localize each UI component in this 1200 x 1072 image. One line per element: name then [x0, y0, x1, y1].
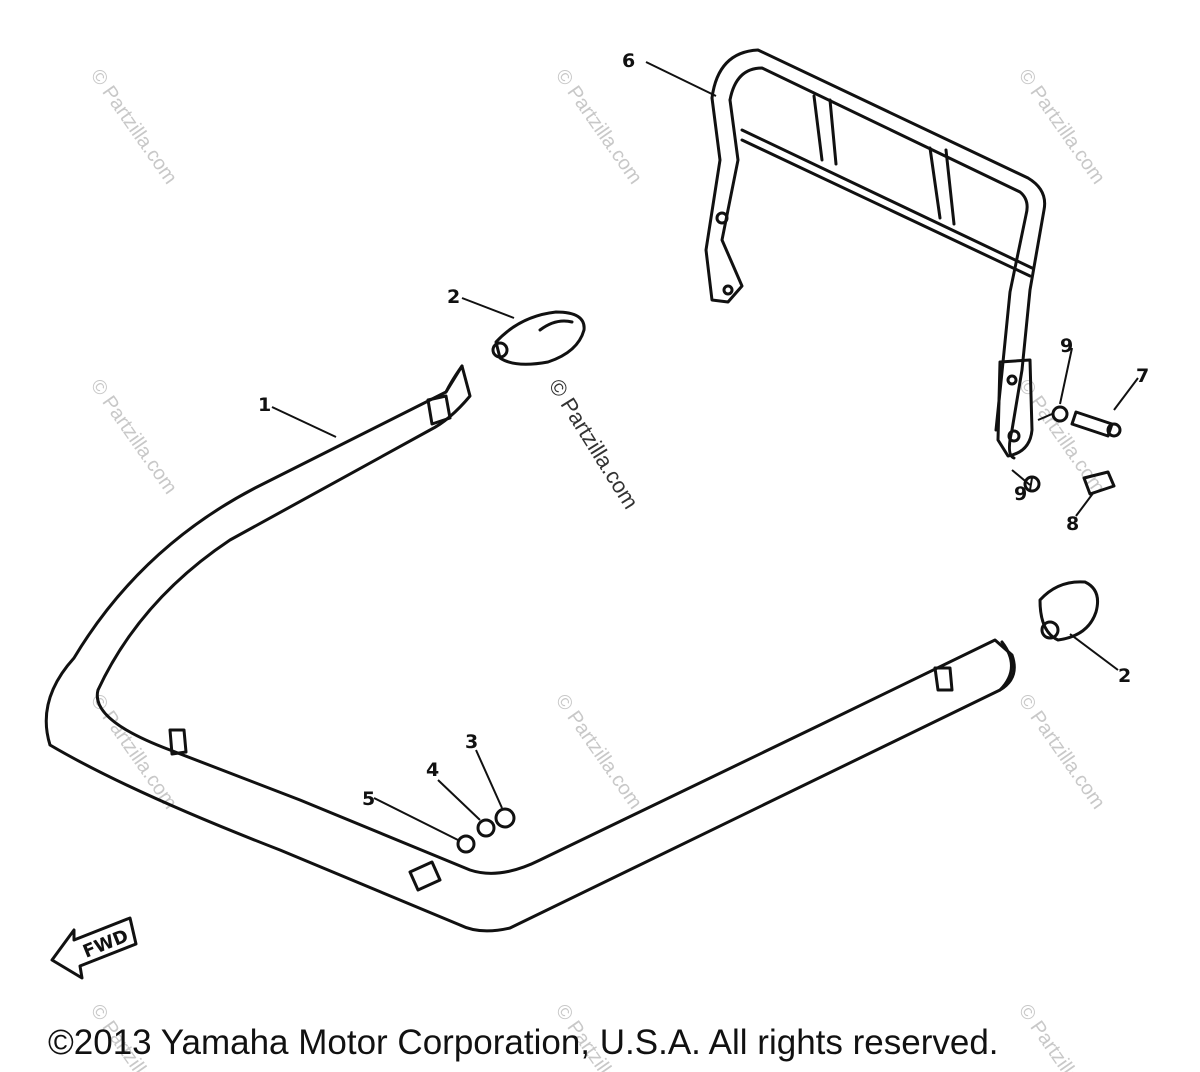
callout-5: 5	[362, 788, 375, 810]
callout-4: 4	[426, 759, 439, 781]
callout-3: 3	[465, 731, 478, 753]
reflector-upper	[491, 310, 586, 366]
nut-washer-stack	[456, 807, 516, 854]
bumper-tube	[44, 364, 1016, 933]
leader-lines	[271, 61, 1139, 841]
callout-1: 1	[258, 394, 271, 416]
callout-9-lower: 9	[1014, 483, 1027, 505]
watermark: © Partzilla.com	[1014, 690, 1109, 813]
callout-9-upper: 9	[1060, 335, 1073, 357]
watermark: © Partzilla.com	[551, 65, 646, 188]
callout-labels: 1 2 2 3 4 5 6 7 8 9 9	[258, 50, 1149, 810]
fwd-arrow: FWD	[50, 916, 138, 980]
callout-8: 8	[1066, 513, 1079, 535]
callout-7: 7	[1136, 365, 1149, 387]
watermark: © Partzilla.com	[86, 65, 181, 188]
watermark-grid: © Partzilla.com © Partzilla.com © Partzi…	[86, 65, 1109, 1072]
callout-2-lower: 2	[1118, 665, 1131, 687]
copyright-footer: ©2013 Yamaha Motor Corporation, U.S.A. A…	[48, 1023, 999, 1062]
reflector-lower	[1038, 580, 1100, 642]
watermark: © Partzilla.com	[1014, 1000, 1109, 1072]
watermark: © Partzilla.com	[1014, 65, 1109, 188]
watermark: © Partzilla.com	[551, 690, 646, 813]
callout-2-upper: 2	[447, 286, 460, 308]
bolts-and-washers	[1023, 405, 1122, 496]
watermark: © Partzilla.com	[86, 375, 181, 498]
center-watermark: © Partzilla.com	[544, 374, 644, 513]
rear-rack	[704, 48, 1047, 460]
callout-6: 6	[622, 50, 635, 72]
